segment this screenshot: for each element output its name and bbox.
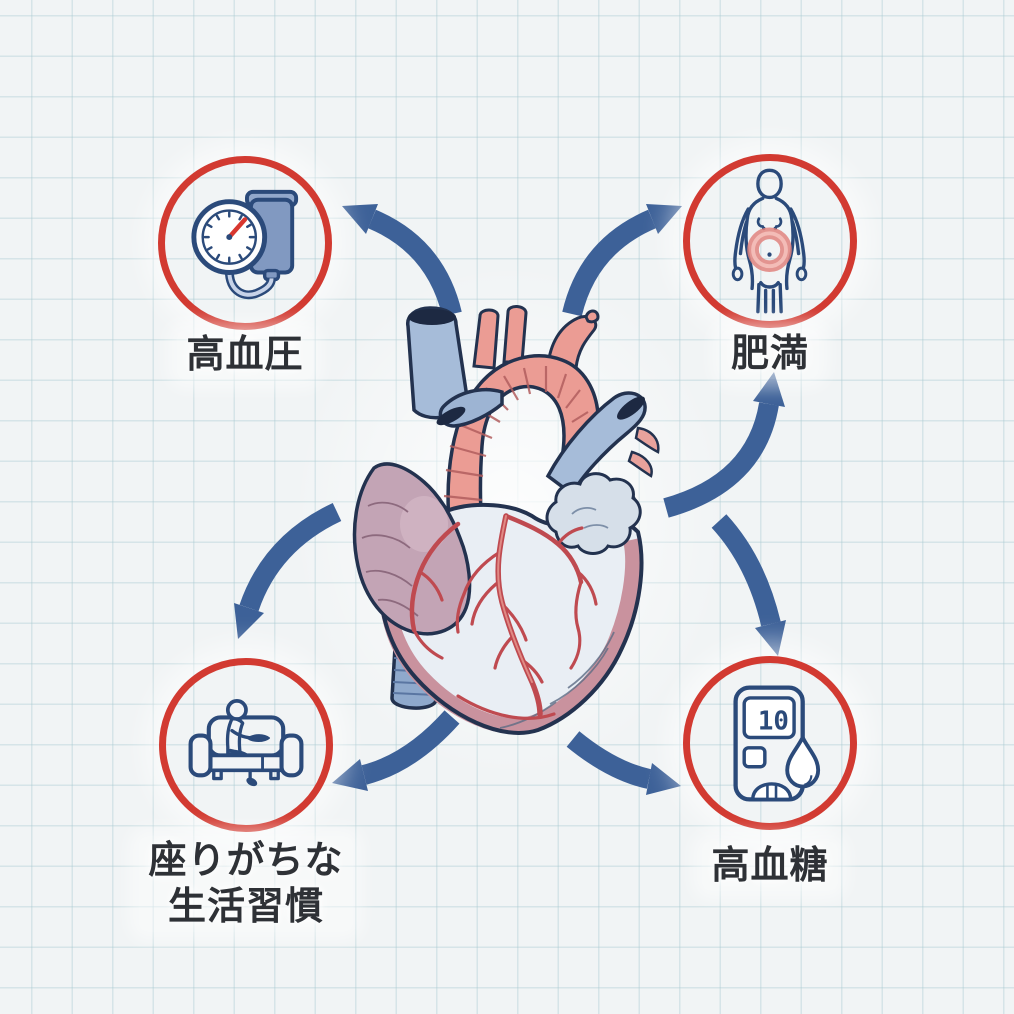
- heart-coronary-arteries: [409, 513, 598, 720]
- label-blood-sugar: 高血糖: [701, 841, 839, 891]
- label-sedentary-line2: 生活習慣: [167, 886, 325, 928]
- label-hypertension: 高血圧: [176, 330, 314, 380]
- heart-aorta-branches: [472, 305, 600, 370]
- node-blood-sugar: 10: [683, 656, 857, 830]
- blood-pressure-monitor-icon: [191, 189, 299, 300]
- heart-illustration: [350, 300, 670, 740]
- arrow-to-hypertension: [342, 204, 462, 317]
- heart-vena-cava: [406, 306, 470, 420]
- node-obesity: [683, 154, 857, 328]
- arrow-to-obesity-top: [562, 204, 682, 317]
- glucose-meter-reading: 10: [758, 706, 789, 736]
- label-sedentary-line1: 座りがちな: [148, 840, 344, 882]
- obese-body-icon: [731, 168, 808, 314]
- glucose-meter-icon: 10: [733, 684, 821, 802]
- label-sedentary: 座りがちな 生活習慣: [138, 836, 354, 932]
- heart-pulmonary-right: [545, 391, 647, 497]
- node-sedentary: [159, 658, 333, 832]
- arrow-to-blood-sugar-right: [711, 514, 786, 656]
- arrow-to-sedentary-bottom: [332, 710, 460, 791]
- node-hypertension: [158, 156, 332, 330]
- arrow-to-blood-sugar-bottom: [566, 731, 681, 795]
- person-on-couch-icon: [188, 698, 304, 786]
- heart-pulmonary-left: [436, 387, 504, 428]
- label-obesity: 肥満: [720, 329, 820, 379]
- arrow-to-obesity-right: [663, 372, 785, 518]
- arrow-to-sedentary-left: [234, 502, 342, 639]
- heart-right-atrium: [352, 462, 472, 636]
